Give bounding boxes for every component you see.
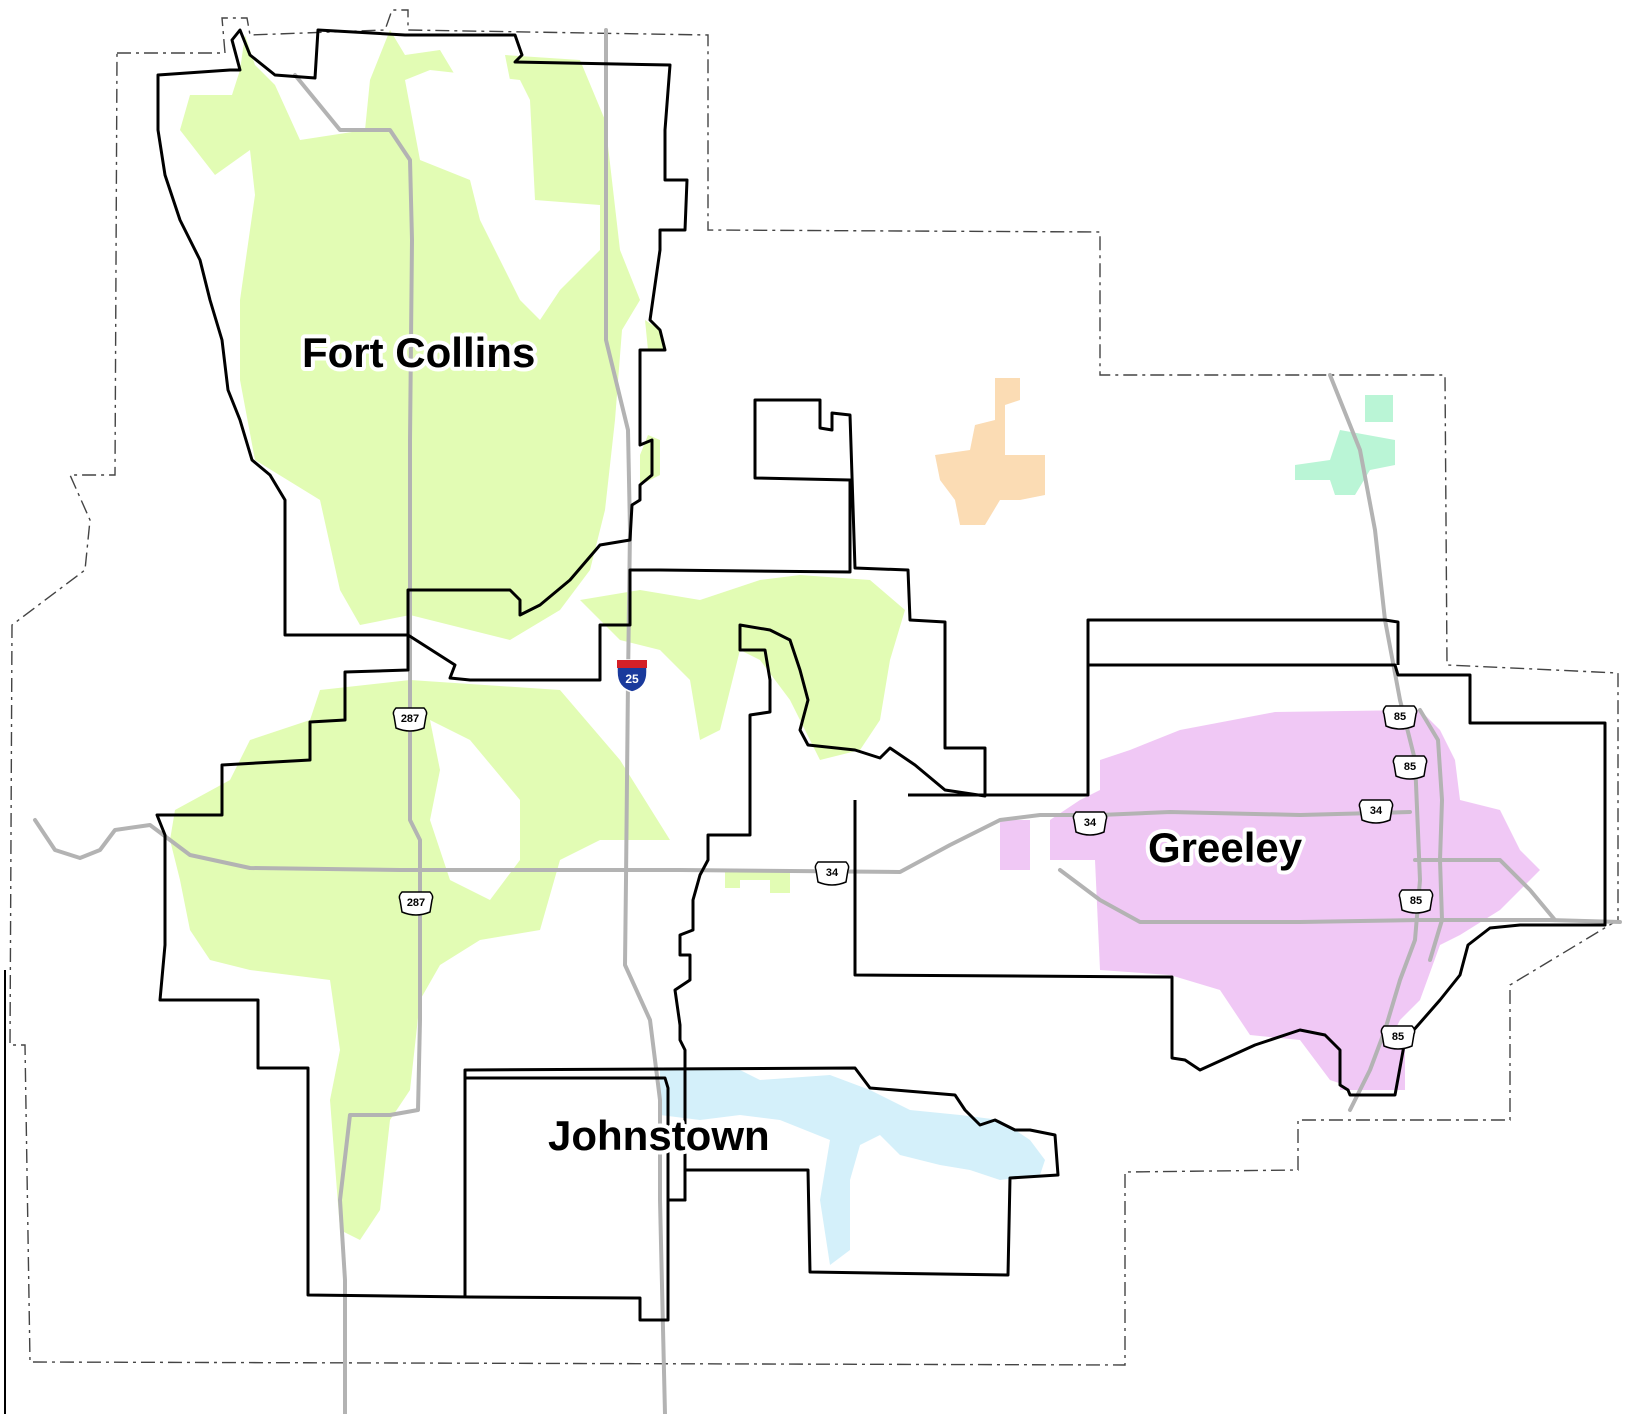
- small-area-green: [1295, 395, 1395, 495]
- jurisdiction-boundaries: [155, 28, 1607, 1322]
- svg-text:34: 34: [1370, 805, 1383, 817]
- interstate-25-label: 25: [625, 672, 639, 686]
- greeley-west-edge: [908, 620, 1090, 797]
- us-85-shield-b: 85: [1392, 755, 1428, 780]
- us-85-shield-c: 85: [1398, 889, 1434, 914]
- svg-text:287: 287: [401, 713, 419, 725]
- us-85-shield-d: 85: [1380, 1025, 1416, 1050]
- johnstown-boundary: [463, 1066, 1060, 1277]
- johnstown-label: Johnstown: [548, 1112, 770, 1159]
- greeley-boundary: [853, 618, 1607, 1097]
- svg-text:34: 34: [1084, 817, 1097, 829]
- us85-business-road: [1418, 708, 1444, 962]
- interstate-25-shield: 25: [616, 659, 648, 693]
- us-85-shield-a: 85: [1382, 705, 1418, 730]
- us34-bypass-road: [1058, 868, 1622, 924]
- us34-road: [33, 810, 1412, 874]
- greeley-label: Greeley: [1148, 824, 1303, 871]
- us-287-shield-north: 287: [392, 707, 428, 732]
- small-area-orange: [935, 378, 1045, 525]
- svg-text:287: 287: [407, 897, 425, 909]
- us-287-shield-south: 287: [398, 891, 434, 916]
- fort-collins-boundary: [156, 28, 689, 637]
- study-area-boundary: [9, 9, 1619, 1366]
- east-connector-road: [1413, 858, 1557, 922]
- us287-road: [293, 73, 422, 1414]
- us-34-shield-east: 34: [1358, 799, 1394, 824]
- loveland-boundary: [155, 398, 987, 1322]
- johnstown-urban-area: [660, 1070, 1045, 1265]
- svg-text:85: 85: [1394, 711, 1406, 723]
- svg-text:85: 85: [1392, 1031, 1404, 1043]
- us-34-shield-central: 34: [814, 861, 850, 886]
- svg-text:85: 85: [1404, 761, 1416, 773]
- us-34-shield-west: 34: [1072, 811, 1108, 836]
- i25-road: [604, 28, 667, 1414]
- svg-text:34: 34: [826, 867, 839, 879]
- fort-collins-urban-area: [170, 30, 905, 1240]
- greeley-urban-area: [1000, 710, 1540, 1090]
- svg-text:85: 85: [1410, 895, 1422, 907]
- fort-collins-label: Fort Collins: [302, 329, 535, 376]
- roads: [33, 28, 1622, 1414]
